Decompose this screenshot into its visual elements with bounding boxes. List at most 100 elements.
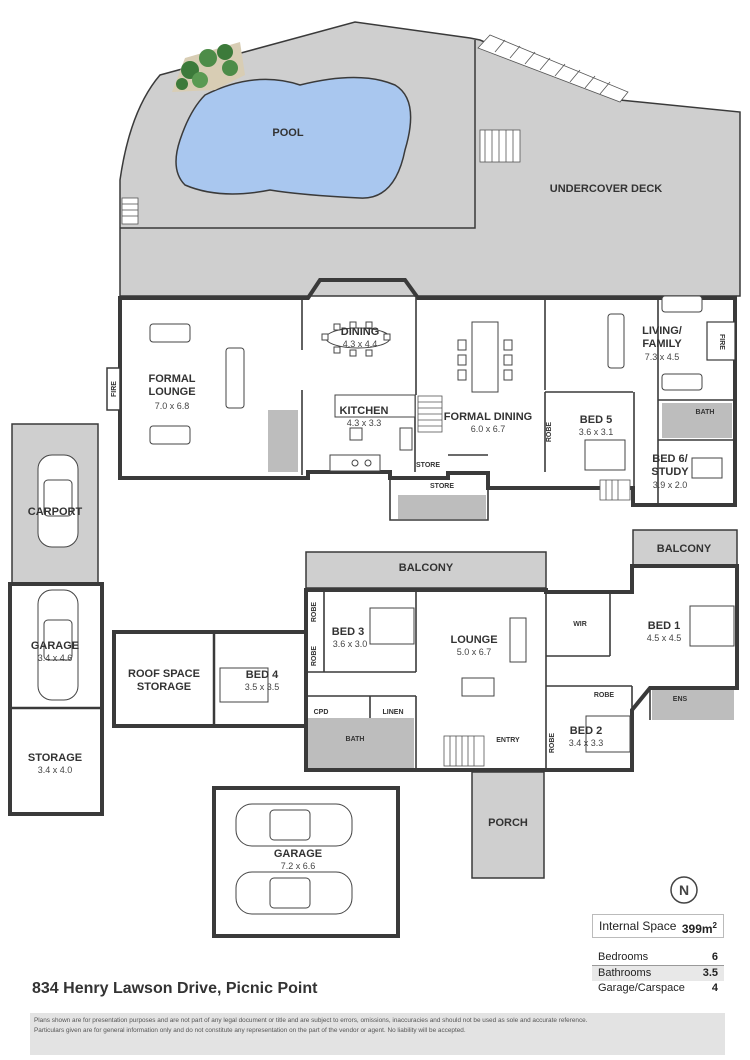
inner-stairs: [417, 395, 443, 433]
garage-small-dim: 3.4 x 4.6: [38, 653, 73, 663]
bed2-dim: 3.4 x 3.3: [569, 738, 604, 748]
garage-small-label: GARAGE: [31, 640, 79, 652]
formal-lounge-dim: 7.0 x 6.8: [155, 401, 190, 411]
cpd-label: CPD: [314, 709, 329, 716]
robe-label-bed3: ROBE: [311, 602, 318, 623]
garage-row: Garage/Carspace 4: [592, 981, 724, 996]
bed1-label: BED 1: [648, 620, 680, 632]
lounge-stairs: [443, 735, 485, 767]
balcony-main-label: BALCONY: [399, 562, 454, 574]
balcony-right-label: BALCONY: [657, 543, 712, 555]
bedrooms-value: 6: [711, 951, 718, 963]
kitchen-dim: 4.3 x 3.3: [347, 418, 382, 428]
store-label-1: STORE: [416, 462, 440, 469]
bed3-label: BED 3: [332, 626, 364, 638]
bed6-label: BED 6/STUDY: [651, 453, 689, 478]
disclaimer-text: Plans shown are for presentation purpose…: [30, 1013, 725, 1055]
lower-wc: [398, 495, 486, 519]
stairs-left: [121, 197, 139, 225]
garden-plants: [172, 42, 245, 92]
robe-label-bed2-top: ROBE: [594, 692, 615, 699]
bath-label-upper: BATH: [696, 409, 715, 416]
living-family-label: LIVING/FAMILY: [642, 325, 682, 350]
lower-floor-walls: [304, 564, 739, 772]
robe-label-bed4: ROBE: [311, 646, 318, 667]
dining-table: [321, 321, 391, 357]
ens-label: ENS: [673, 696, 688, 703]
internal-space-row: Internal Space 399m2: [592, 914, 724, 938]
garage-small-car: [37, 589, 79, 701]
formal-dining-label: FORMAL DINING: [444, 411, 532, 423]
bedrooms-row: Bedrooms 6: [592, 950, 724, 966]
bed4-dim: 3.5 x 3.5: [245, 682, 280, 692]
garage-main-label: GARAGE: [274, 848, 322, 860]
garage-main-cars: [235, 803, 353, 915]
garage-value: 4: [711, 982, 718, 994]
pool-label: POOL: [272, 127, 303, 139]
formal-lounge-furniture: [149, 323, 245, 445]
garage-main-dim: 7.2 x 6.6: [281, 861, 316, 871]
bed4-bed: [219, 667, 269, 703]
dining-label: DINING: [341, 326, 380, 338]
compass-icon: N: [670, 876, 698, 904]
lower-interior-walls: [306, 590, 651, 770]
internal-space-label: Internal Space: [599, 919, 677, 933]
bed1-bed: [689, 605, 735, 647]
storage-dim: 3.4 x 4.0: [38, 765, 73, 775]
fire-label-right: FIRE: [718, 334, 725, 350]
dining-dim: 4.3 x 4.4: [343, 339, 378, 349]
bed4-label: BED 4: [246, 669, 279, 681]
deck-divider: [120, 40, 476, 229]
storage-label: STORAGE: [28, 752, 82, 764]
bed6-stairs: [599, 479, 631, 501]
bed2-bed: [585, 715, 631, 753]
pool-shape: [175, 76, 412, 199]
garage-label: Garage/Carspace: [598, 982, 685, 994]
bed6-dim: 3.9 x 2.0: [653, 480, 688, 490]
bath-label-lower: BATH: [346, 736, 365, 743]
upper-floor-walls: [118, 278, 737, 507]
entry-label: ENTRY: [496, 737, 520, 744]
bed3-dim: 3.6 x 3.0: [333, 639, 368, 649]
bed5-bed: [584, 439, 626, 471]
roof-space-walls: [112, 630, 306, 728]
fire-label-left: FIRE: [111, 381, 118, 397]
lower-bath: [308, 718, 414, 768]
store-label-2: STORE: [430, 483, 454, 490]
carport-car: [37, 454, 79, 548]
porch-label: PORCH: [488, 817, 528, 829]
bathrooms-value: 3.5: [702, 967, 718, 979]
compass-letter: N: [679, 882, 689, 898]
bathrooms-label: Bathrooms: [598, 967, 652, 979]
bed3-bed: [369, 607, 415, 645]
bedrooms-label: Bedrooms: [598, 951, 649, 963]
property-address: 834 Henry Lawson Drive, Picnic Point: [32, 980, 318, 997]
undercover-deck-label: UNDERCOVER DECK: [550, 183, 663, 195]
wir-label: WIR: [573, 621, 587, 628]
bed2-label: BED 2: [570, 725, 602, 737]
bed1-dim: 4.5 x 4.5: [647, 633, 682, 643]
living-family-dim: 7.3 x 4.5: [645, 352, 680, 362]
ensuite: [652, 690, 734, 720]
bed5-label: BED 5: [580, 414, 612, 426]
robe-label-bed5: ROBE: [546, 422, 553, 443]
robe-label-bed2: ROBE: [549, 733, 556, 754]
formal-dining-dim: 6.0 x 6.7: [471, 424, 506, 434]
stairs-deck: [479, 129, 521, 163]
bathrooms-row: Bathrooms 3.5: [592, 966, 724, 981]
bed6-desk: [691, 457, 723, 479]
stairs-top-right: [477, 34, 629, 103]
carport-label: CARPORT: [28, 506, 83, 518]
internal-space-value: 399m2: [681, 921, 717, 936]
porch-area: [471, 771, 545, 879]
lounge-label: LOUNGE: [450, 634, 497, 646]
linen-label: LINEN: [383, 709, 404, 716]
living-furniture: [607, 295, 703, 391]
bed5-dim: 3.6 x 3.1: [579, 427, 614, 437]
kitchen-fixtures: [329, 394, 416, 472]
property-info-panel: Internal Space 399m2 Bedrooms 6 Bathroom…: [592, 914, 724, 996]
lounge-furniture: [461, 617, 527, 697]
